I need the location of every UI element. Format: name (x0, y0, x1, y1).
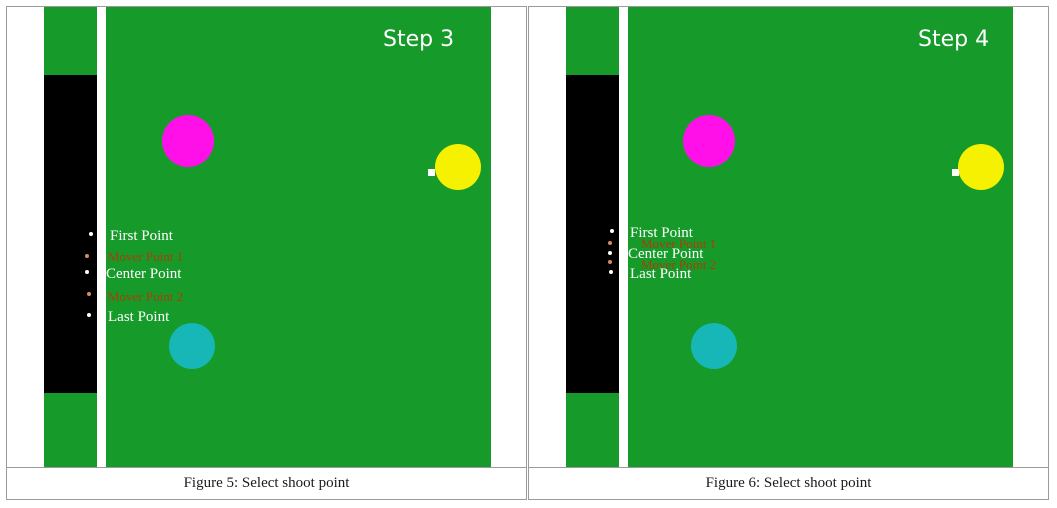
mid-point-2-label: Mover Point 2 (641, 257, 717, 272)
magenta-ball[interactable] (683, 115, 735, 167)
center-point-label: Center Point (628, 246, 704, 262)
mid-point-2-label: Mover Point 2 (108, 289, 184, 304)
cyan-ball[interactable] (169, 323, 215, 369)
yellow-ball[interactable] (435, 144, 481, 190)
mid-point-1-label: Mover Point 1 (108, 249, 184, 264)
game-scene: Step 3 First Point Mover Point 1 Center … (7, 7, 526, 467)
center-point-label: Center Point (106, 266, 182, 282)
first-point-label: First Point (630, 225, 693, 241)
playing-field[interactable] (106, 7, 491, 467)
figure-panel-step-4: Step 4 First Point Mover Point 1 Center … (528, 6, 1049, 500)
mid-point-1-dot[interactable] (85, 254, 89, 258)
game-scene: Step 4 First Point Mover Point 1 Center … (529, 7, 1048, 467)
mid-point-1-label: Mover Point 1 (641, 236, 717, 251)
step-label: Step 4 (918, 27, 990, 52)
center-point-dot[interactable] (608, 251, 612, 255)
last-point-dot[interactable] (87, 313, 91, 317)
cyan-ball[interactable] (691, 323, 737, 369)
yellow-ball[interactable] (958, 144, 1004, 190)
last-point-label: Last Point (108, 309, 170, 325)
cue-marker (952, 169, 959, 176)
figure-panel-step-3: Step 3 First Point Mover Point 1 Center … (6, 6, 527, 500)
black-panel (566, 75, 619, 393)
mid-point-1-dot[interactable] (608, 241, 612, 245)
black-panel (44, 75, 97, 393)
center-point-dot[interactable] (85, 270, 89, 274)
mid-point-2-dot[interactable] (87, 292, 91, 296)
last-point-label: Last Point (630, 266, 692, 282)
magenta-ball[interactable] (162, 115, 214, 167)
first-point-dot[interactable] (610, 229, 614, 233)
first-point-label: First Point (110, 228, 173, 244)
figure-caption: Figure 5: Select shoot point (7, 467, 526, 499)
first-point-dot[interactable] (89, 232, 93, 236)
last-point-dot[interactable] (609, 270, 613, 274)
cue-marker (428, 169, 435, 176)
step-label: Step 3 (383, 27, 455, 52)
mid-point-2-dot[interactable] (608, 260, 612, 264)
figure-caption: Figure 6: Select shoot point (529, 467, 1048, 499)
playing-field[interactable] (628, 7, 1013, 467)
